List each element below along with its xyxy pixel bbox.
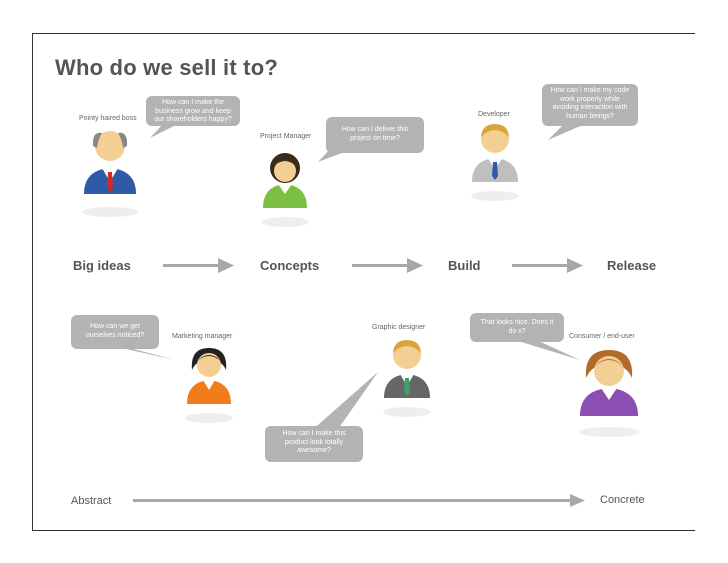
bubble-designer: How can I make this product look totally… (265, 426, 363, 462)
bubble-tail-boss (150, 124, 178, 138)
role-designer: Graphic designer (372, 324, 426, 331)
bubble-developer: How can I make my code work properly whi… (542, 84, 638, 126)
bubble-marketing: How can we get ourselves noticed? (71, 315, 159, 349)
developer-avatar-icon (471, 124, 519, 201)
role-marketing: Marketing manager (172, 333, 233, 340)
graphic-designer-avatar-icon (383, 340, 431, 417)
axis-abstract: Abstract (71, 495, 112, 507)
axis-concrete: Concrete (600, 494, 645, 506)
boss-avatar-icon (82, 131, 138, 217)
consumer-avatar-icon (579, 350, 639, 437)
role-consumer: Consumer / end-user (569, 333, 635, 340)
bubble-consumer: That looks nice. Does it do x? (470, 313, 564, 342)
arrow-2 (352, 258, 423, 273)
slide-frame (32, 33, 695, 531)
stage-build: Build (448, 258, 481, 273)
arrow-3 (512, 258, 583, 273)
bubble-pm: How can I deliver this project on time? (326, 117, 424, 153)
stage-big-ideas: Big ideas (73, 258, 131, 273)
axis-arrow (133, 494, 585, 507)
arrow-1 (163, 258, 234, 273)
marketing-manager-avatar-icon (185, 348, 233, 423)
bubble-tail-designer (310, 372, 378, 432)
role-pm: Project Manager (260, 133, 312, 140)
project-manager-avatar-icon (261, 153, 309, 227)
bubble-tail-consumer (505, 337, 580, 360)
role-boss: Pointy haired boss (79, 115, 137, 122)
stage-release: Release (607, 258, 657, 273)
stage-concepts: Concepts (260, 258, 320, 273)
slide-title: Who do we sell it to? (55, 55, 278, 80)
role-developer: Developer (478, 111, 510, 118)
bubble-boss: How can I make the business grow and kee… (146, 96, 240, 126)
